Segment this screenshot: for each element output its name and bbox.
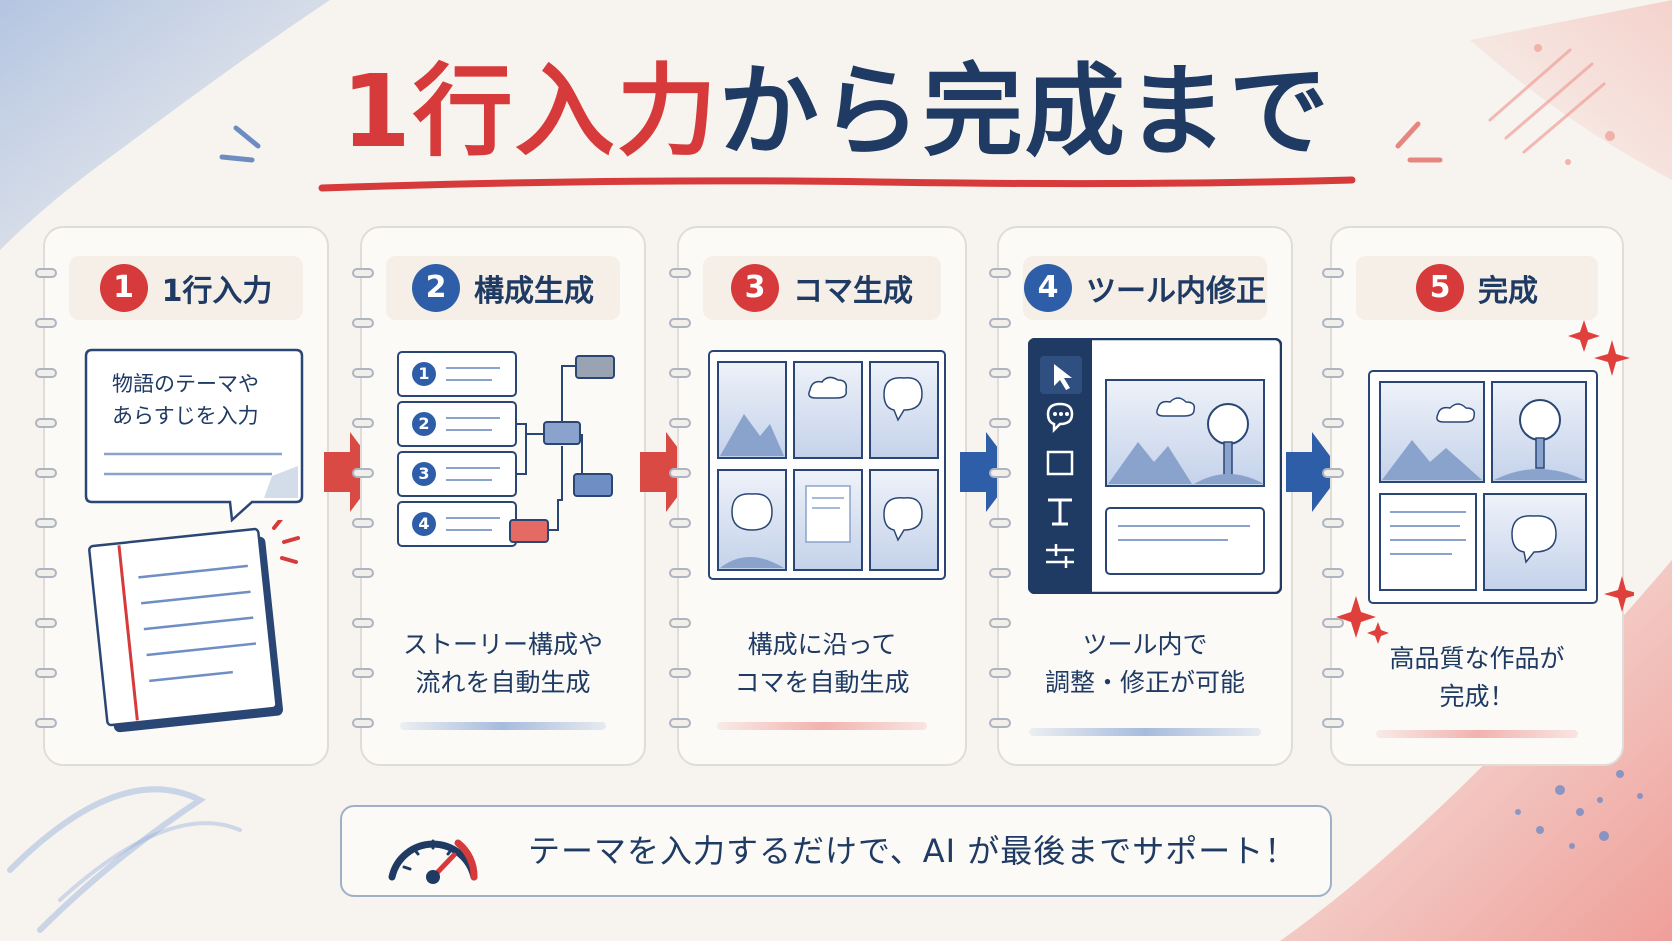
binder-rings (1322, 268, 1346, 738)
outline-item-number: 4 (418, 514, 430, 533)
step-number-badge: 2 (412, 264, 460, 312)
outline-flowchart-icon (397, 351, 615, 547)
title-rest: から完成まで (718, 53, 1331, 170)
speech-line-2: あらすじを入力 (112, 404, 259, 428)
caption-line-2: 調整・修正が可能 (1044, 668, 1245, 697)
step-title: 完成 (1478, 274, 1538, 309)
banner-text: テーマを入力するだけで、AI が最後までサポート！ (528, 832, 1298, 870)
page-title: 1行入力から完成まで (0, 52, 1672, 172)
brush-stroke (717, 722, 927, 730)
arrow-right-icon (960, 432, 1016, 512)
binder-rings (669, 268, 693, 738)
step-header: 1 1行入力 (69, 256, 303, 320)
caption-line-1: ストーリー構成や (402, 630, 603, 659)
step-caption: 高品質な作品が 完成！ (1342, 640, 1612, 716)
step-header: 2 構成生成 (386, 256, 620, 320)
comic-panels-icon (708, 350, 946, 580)
brush-stroke (1029, 728, 1261, 736)
speech-bubble-icon (84, 348, 304, 523)
caption-line-1: 高品質な作品が (1389, 644, 1565, 673)
binder-rings (989, 268, 1013, 738)
speech-line-1: 物語のテーマや (112, 372, 259, 396)
arrow-right-icon (640, 432, 696, 512)
outline-item-number: 3 (418, 464, 430, 483)
finished-manga-icon (1368, 370, 1598, 604)
binder-rings (35, 268, 59, 738)
speedometer-icon (388, 839, 478, 884)
caption-line-2: コマを自動生成 (734, 668, 910, 697)
step-number-badge: 5 (1416, 264, 1464, 312)
step-title: 1行入力 (161, 274, 273, 309)
binder-rings (352, 268, 376, 738)
arrow-right-icon (1286, 432, 1342, 512)
caption-line-1: 構成に沿って (747, 630, 897, 659)
caption-line-1: ツール内で (1082, 630, 1208, 659)
step-title: コマ生成 (793, 274, 913, 309)
step-header: 5 完成 (1356, 256, 1598, 320)
step-header: 4 ツール内修正 (1023, 256, 1267, 320)
outline-item-number: 2 (418, 414, 430, 433)
summary-banner: テーマを入力するだけで、AI が最後までサポート！ (340, 805, 1332, 897)
open-notebook-icon (88, 520, 300, 733)
caption-line-2: 流れを自動生成 (415, 668, 591, 697)
step-header: 3 コマ生成 (703, 256, 941, 320)
title-highlight: 1行入力 (341, 53, 719, 170)
brush-stroke (1376, 730, 1578, 738)
step-caption: 構成に沿って コマを自動生成 (689, 626, 955, 702)
caption-line-2: 完成！ (1439, 682, 1515, 711)
step-number-badge: 1 (99, 264, 148, 312)
step-caption: ツール内で 調整・修正が可能 (1009, 626, 1281, 702)
speech-bubble-text: 物語のテーマや あらすじを入力 (112, 368, 312, 432)
outline-item-number: 1 (418, 364, 430, 383)
step-number-badge: 4 (1024, 264, 1072, 312)
title-underline (318, 176, 1356, 192)
step-title: ツール内修正 (1086, 274, 1266, 309)
step-number-badge: 3 (731, 264, 779, 312)
sparkle-icon (1336, 320, 1634, 644)
brush-stroke (400, 722, 606, 730)
step-caption: ストーリー構成や 流れを自動生成 (372, 626, 634, 702)
editor-tool-icon (1028, 338, 1282, 594)
step-title: 構成生成 (474, 274, 594, 309)
